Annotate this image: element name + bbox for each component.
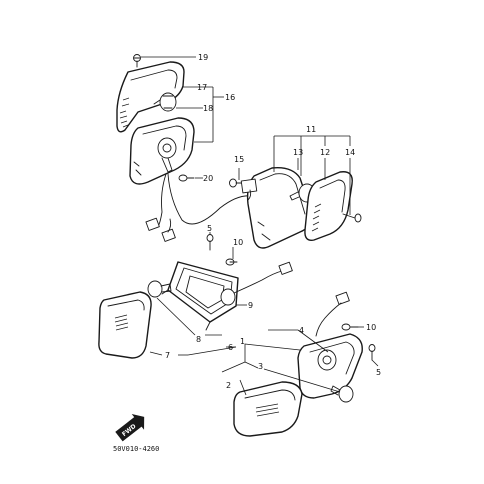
callout-10-upper: 10 [233,238,243,247]
callout-5-upper: 5 [207,224,212,233]
housing-16 [129,117,195,185]
callout-4: 4 [299,326,304,335]
bulb-3 [330,385,354,403]
screw-14 [342,213,362,223]
callout-numbers: 19 17 16 18 20 11 15 13 12 14 5 10 9 8 6… [165,53,381,390]
callout-2: 2 [226,381,231,390]
callout-11: 11 [306,125,316,134]
housing-13 [240,167,313,249]
lens-7 [98,291,152,359]
grommet-10-upper [225,258,238,266]
lens-cover-17 [116,61,185,133]
diagram-code: 50V010-4260 [113,445,159,453]
connector-lower [315,291,350,337]
fwd-arrow: FWD [115,413,145,442]
housing-4 [297,333,363,399]
lens-14 [304,171,353,241]
callout-1: 1 [240,337,245,346]
screw-5-upper [206,234,214,251]
lens-2 [233,381,303,437]
callout-20: 20 [203,174,213,183]
callout-14: 14 [345,148,355,157]
callout-19: 19 [198,53,208,62]
callout-10-lower: 10 [366,323,376,332]
callout-8: 8 [196,335,201,344]
callout-7: 7 [165,351,170,360]
bulb-8 [147,280,172,298]
callout-16: 16 [225,93,235,102]
callout-3: 3 [258,362,263,371]
screw-15 [229,178,245,188]
screw-19 [133,54,141,68]
screw-5-lower [368,344,376,361]
grommet-10-lower [341,323,359,331]
callout-18: 18 [203,104,213,113]
socket-9 [220,261,293,306]
callout-17: 17 [197,83,207,92]
callout-15: 15 [234,155,244,164]
wire-harness-top [145,173,253,242]
callout-13: 13 [293,148,303,157]
leader-lines [141,56,379,396]
callout-5-lower: 5 [376,368,381,377]
screw-20 [178,174,195,182]
callout-9: 9 [248,301,253,310]
callout-6: 6 [228,343,233,352]
callout-12: 12 [320,148,330,157]
bulb-18 [153,92,177,112]
